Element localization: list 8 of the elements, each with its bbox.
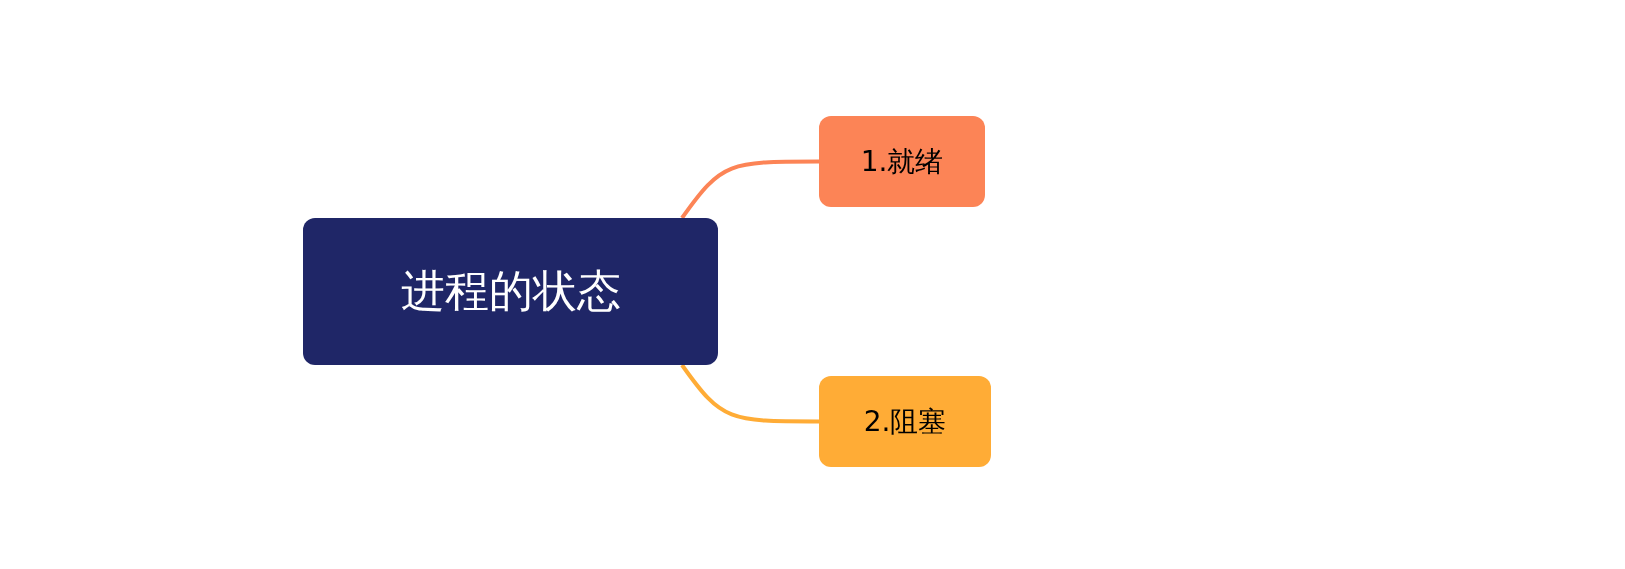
connector-line (680, 159, 819, 220)
connector-line (680, 363, 819, 424)
subtopic-box (819, 116, 985, 207)
node-label: 进程的状态 (400, 264, 621, 318)
node-label: 2.阻塞 (863, 403, 947, 440)
node-label: 1.就绪 (860, 143, 944, 180)
topic-box (303, 218, 718, 365)
subtopic-box (819, 376, 991, 467)
